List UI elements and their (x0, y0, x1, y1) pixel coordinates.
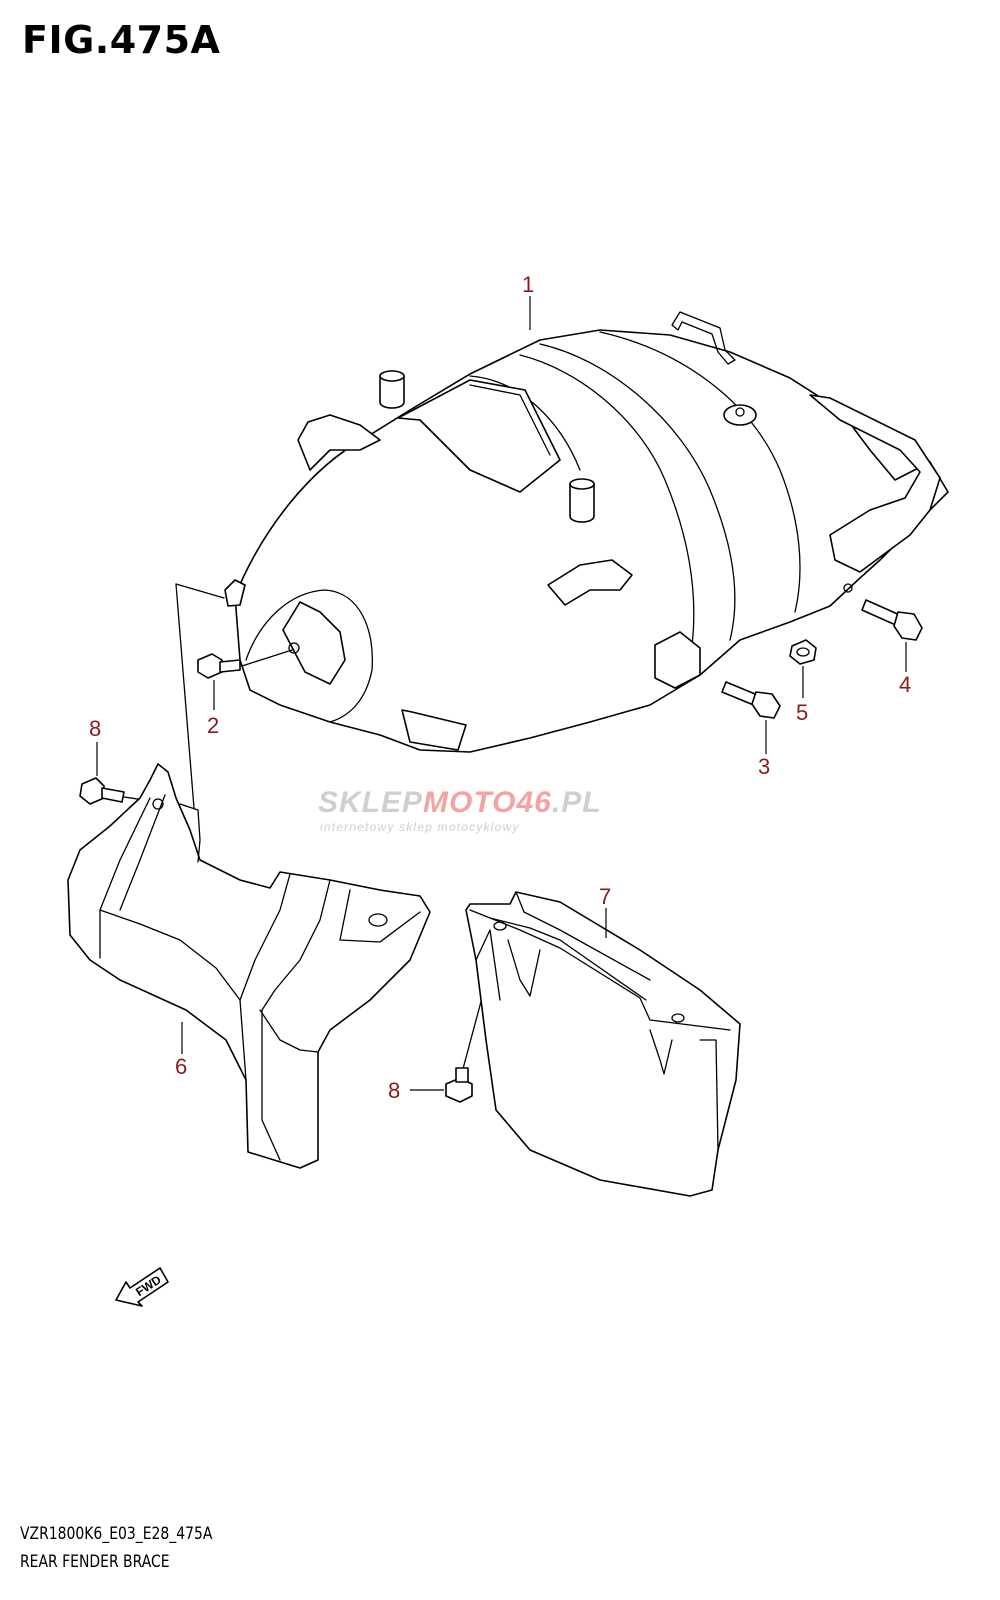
watermark-part2: MOTO (423, 786, 516, 819)
diagram-name: REAR FENDER BRACE (20, 1552, 170, 1572)
brace-cover-part-7[interactable] (465, 891, 741, 1197)
bolt-part-8-upper[interactable] (79, 742, 159, 805)
rear-fender-part-1[interactable] (224, 296, 949, 753)
watermark: SKLEPMOTO46.PL internetowy sklep motocyk… (318, 786, 602, 834)
watermark-part4: .PL (552, 786, 602, 819)
callout-7: 7 (599, 884, 611, 909)
brace-cover-part-6[interactable] (67, 763, 431, 1169)
callout-5: 5 (796, 700, 808, 725)
bolt-part-4[interactable] (861, 599, 923, 672)
svg-text:SKLEPMOTO46.PL: SKLEPMOTO46.PL (318, 786, 602, 819)
callout-4: 4 (899, 672, 911, 697)
nut-part-5[interactable] (789, 639, 817, 698)
watermark-part3: 46 (515, 786, 551, 819)
fwd-arrow-icon: FWD (115, 1267, 169, 1307)
figure-title: FIG.475A (22, 18, 221, 62)
bolt-part-8-lower[interactable] (410, 1067, 473, 1103)
callout-3: 3 (758, 754, 770, 779)
callout-8-lower: 8 (388, 1078, 400, 1103)
diagram-code: VZR1800K6_E03_E28_475A (20, 1524, 213, 1544)
callout-6: 6 (175, 1054, 187, 1079)
watermark-subtitle: internetowy sklep motocyklowy (320, 820, 520, 834)
watermark-part1: SKLEP (318, 786, 423, 819)
bolt-part-2[interactable] (197, 649, 293, 710)
callout-1: 1 (522, 272, 534, 297)
callout-2: 2 (207, 713, 219, 738)
callout-8-upper: 8 (89, 716, 101, 741)
bolt-part-3[interactable] (721, 681, 781, 754)
